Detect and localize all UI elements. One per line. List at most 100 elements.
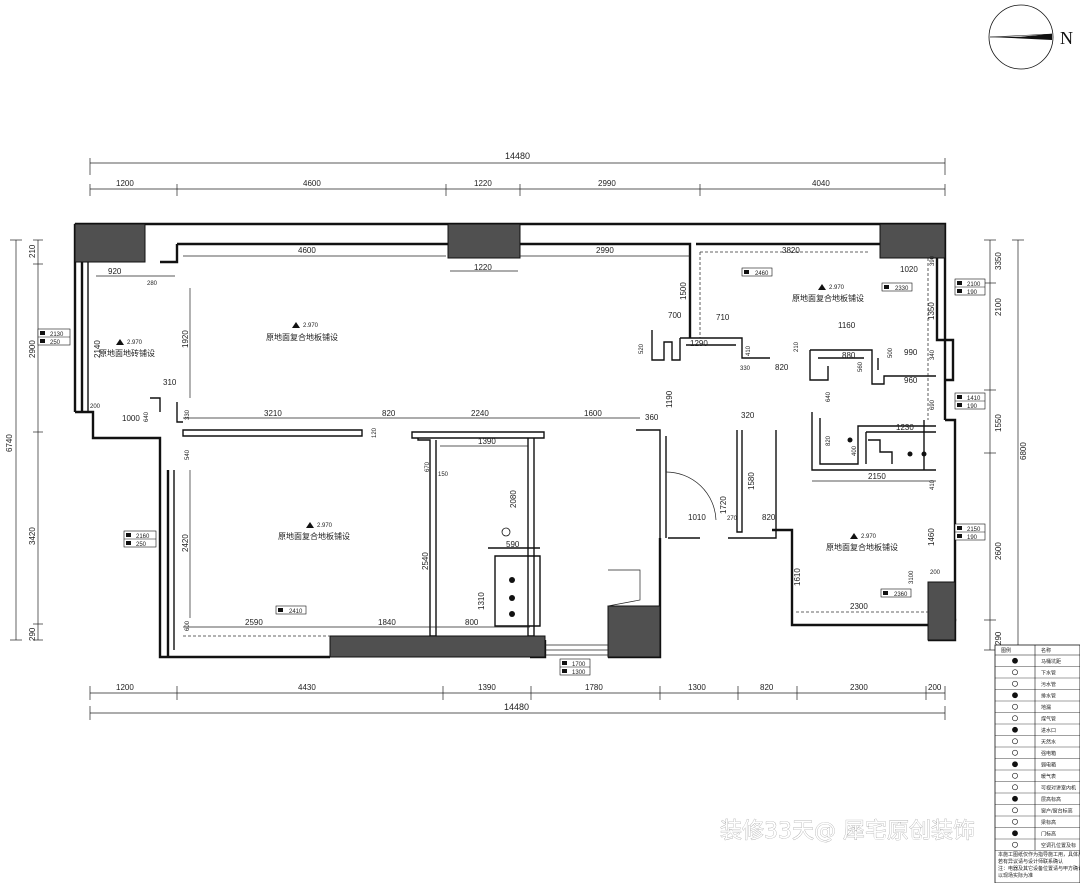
legend-header-name: 名称	[1041, 647, 1051, 654]
dim-400: 400	[852, 445, 858, 456]
dim-960: 960	[904, 376, 918, 385]
legend-row: 可视对讲室内机	[995, 784, 1080, 794]
legend-note: 以现场实际为准	[998, 872, 1033, 879]
right-dimensions: 6800 3350 2100 1550 2600 290	[984, 239, 1028, 651]
water-pipe-icon	[1012, 692, 1018, 699]
tag-value: 2130	[50, 332, 64, 338]
columns	[74, 223, 956, 658]
dim-820b: 820	[775, 363, 789, 372]
tag-value: 190	[967, 535, 978, 541]
dim-270: 270	[727, 516, 738, 522]
gas-meter-icon	[1012, 738, 1018, 745]
legend-table: 图例 名称 马桶坑距下水管污水管排水管地漏煤气管进水口天然水强电箱弱电箱暖气表可…	[994, 644, 1080, 883]
legend-row: 暖气表	[995, 773, 1080, 782]
room-height: 2.970	[303, 323, 319, 329]
room-bedroom-1: 2.970 原地面复合地板铺设	[278, 522, 350, 541]
electric-meter-icon	[1012, 749, 1018, 756]
tag-right-3: 2150 190	[954, 523, 986, 541]
legend-row: 空调孔位置及标	[995, 842, 1080, 851]
tag-value: 1300	[572, 670, 586, 676]
north-arrow: N	[988, 4, 1073, 70]
dim-1190: 1190	[665, 390, 674, 408]
legend-row: 地漏	[995, 704, 1080, 713]
tag-right-1: 2100 190	[954, 278, 986, 296]
dim-top-0: 1200	[116, 179, 134, 188]
drain-pipe-icon	[1012, 669, 1018, 676]
dim-left-total: 6740	[5, 434, 14, 452]
room-height: 2.970	[127, 340, 143, 346]
room-floor: 原地面复合地板铺设	[266, 332, 338, 342]
legend-item-name: 天然水	[1041, 738, 1056, 745]
dim-2540: 2540	[421, 552, 430, 570]
dim-top-1: 4600	[303, 179, 321, 188]
legend-row: 进水口	[995, 727, 1080, 736]
dim-1840: 1840	[378, 618, 396, 627]
tag-value: 190	[967, 404, 978, 410]
dim-120: 120	[372, 427, 378, 438]
north-label: N	[1060, 28, 1073, 48]
door-height-icon	[1012, 830, 1018, 837]
legend-row: 层高标高	[995, 796, 1080, 805]
dim-820c: 820	[762, 513, 776, 522]
dim-4600: 4600	[298, 246, 316, 255]
watermark: 装修33天@ 犀宅原创装饰	[720, 819, 975, 844]
dim-820d: 820	[826, 435, 832, 446]
legend-row: 梁标高	[995, 819, 1080, 828]
legend-item-name: 门标高	[1041, 830, 1056, 837]
room-floor: 原地面复合地板铺设	[826, 542, 898, 552]
dim-1460: 1460	[927, 528, 936, 546]
dim-top-2: 1220	[474, 179, 492, 188]
dim-bottom-6: 2300	[850, 683, 868, 692]
tag-value: 2460	[755, 271, 769, 277]
legend-row: 马桶坑距	[995, 658, 1080, 667]
legend-header-icon: 图例	[1001, 647, 1011, 654]
beam-height-icon	[1012, 818, 1018, 825]
legend-item-name: 污水管	[1041, 681, 1056, 688]
tag-value: 1700	[572, 662, 586, 668]
room-floor: 原地面地砖铺设	[99, 348, 155, 358]
dim-280: 280	[147, 281, 158, 287]
dim-bottom-7: 200	[928, 683, 942, 692]
intercom-icon	[1012, 784, 1018, 791]
room-living: 2.970 原地面复合地板铺设	[266, 322, 338, 342]
tag-value: 2100	[967, 282, 981, 288]
dim-320: 320	[741, 411, 755, 420]
dim-left-2: 3420	[28, 527, 37, 545]
dim-1580: 1580	[747, 472, 756, 490]
dim-3210: 3210	[264, 409, 282, 418]
dim-700: 700	[668, 311, 682, 320]
dim-2990: 2990	[596, 246, 614, 255]
tag-bottom-right: 2360	[880, 588, 912, 598]
dim-820a: 820	[382, 409, 396, 418]
dim-200b: 200	[930, 570, 941, 576]
dim-330a: 330	[185, 409, 191, 420]
dim-520: 520	[639, 343, 645, 354]
sewage-pipe-icon	[1012, 680, 1018, 687]
dim-1230: 1230	[896, 423, 914, 432]
dim-3820: 3820	[782, 246, 800, 255]
dim-left-3: 290	[28, 627, 37, 641]
legend-note: 若有异议请与设计师联系确认	[998, 858, 1063, 865]
room-height: 2.970	[861, 534, 877, 540]
tag-left-top: 2130 250	[37, 328, 71, 346]
dim-right-2: 1550	[994, 414, 1003, 432]
dim-340: 340	[930, 349, 936, 360]
tag-value: 2150	[967, 527, 981, 533]
legend-item-name: 窗户/窗台标高	[1041, 807, 1073, 814]
top-dimensions: 14480 1200 4600 1220 2990 4040	[89, 151, 946, 196]
dim-1310: 1310	[477, 592, 486, 610]
legend-row: 下水管	[995, 669, 1080, 679]
dim-410b: 410	[930, 479, 936, 490]
legend-item-name: 强电箱	[1041, 750, 1056, 757]
room-floor: 原地面复合地板铺设	[792, 293, 864, 303]
dim-640b: 640	[826, 391, 832, 402]
dim-left-0: 210	[28, 244, 37, 258]
fixtures	[183, 437, 928, 656]
dim-1160: 1160	[838, 321, 856, 330]
tag-value: 250	[136, 542, 147, 548]
dim-right-total: 6800	[1019, 442, 1028, 460]
dim-540: 540	[185, 449, 191, 460]
legend-item-name: 弱电箱	[1041, 761, 1056, 768]
ac-hole-icon	[1012, 841, 1018, 848]
dim-200: 200	[90, 404, 101, 410]
